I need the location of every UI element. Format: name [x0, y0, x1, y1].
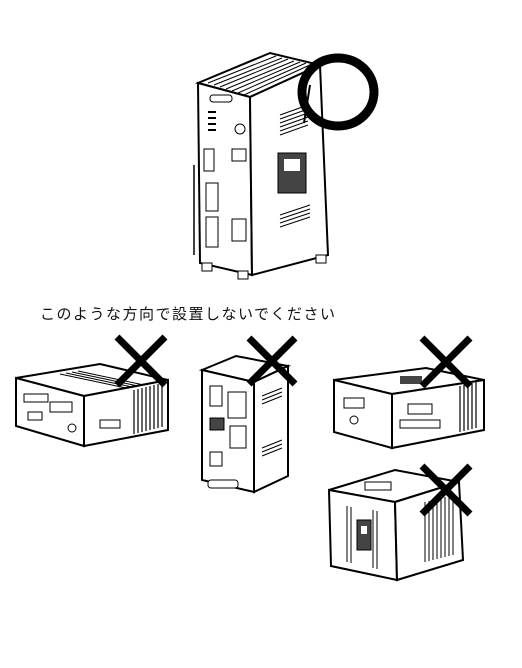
- controller-upside-down-illustration: [330, 360, 490, 455]
- controller-sideways-illustration: [196, 352, 296, 500]
- x-mark-icon: [245, 334, 299, 388]
- controller-face-up-illustration: [325, 462, 475, 587]
- x-mark-icon: [418, 462, 474, 518]
- instruction-text: このような方向で設置しないでください: [40, 305, 337, 323]
- circle-ok-icon: [296, 52, 380, 132]
- x-mark-icon: [113, 333, 169, 389]
- x-mark-icon: [418, 334, 474, 390]
